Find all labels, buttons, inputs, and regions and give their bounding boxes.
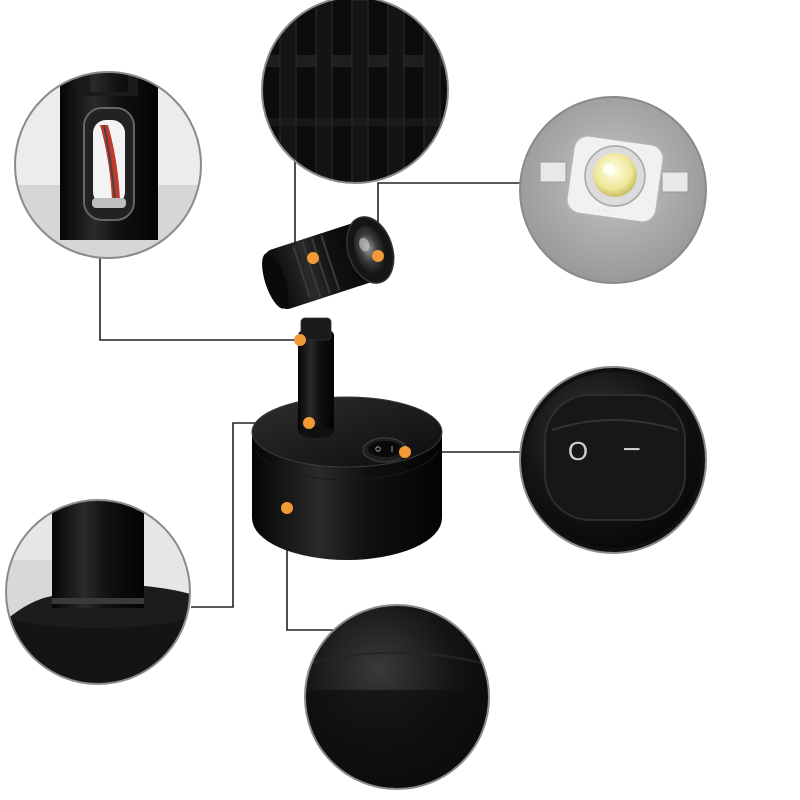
leader-line-led — [377, 182, 521, 256]
round-base — [251, 396, 443, 560]
switch-closeup: O I — [519, 366, 707, 554]
switch-off-mark: O — [568, 436, 588, 466]
callout-dot-heat-sink — [307, 252, 319, 264]
led-chip-closeup: · · · — [519, 96, 707, 284]
callout-dot-switch — [399, 446, 411, 458]
callout-dot-base — [281, 502, 293, 514]
callout-dot-stem-base — [303, 417, 315, 429]
spotlight-product — [251, 216, 443, 560]
svg-text:· · ·: · · · — [598, 206, 610, 215]
base-surface-closeup — [304, 604, 490, 790]
callout-dots — [281, 250, 411, 514]
leader-line-neck — [99, 255, 300, 341]
callout-dot-led-lens — [372, 250, 384, 262]
callout-dot-swivel-joint — [294, 334, 306, 346]
stem-base-closeup — [5, 499, 191, 685]
lamp-head — [262, 216, 395, 309]
stem — [298, 317, 334, 438]
heat-sink-closeup — [261, 0, 449, 184]
lamp-neck-closeup — [14, 71, 202, 259]
switch-on-mark: I — [619, 446, 644, 452]
